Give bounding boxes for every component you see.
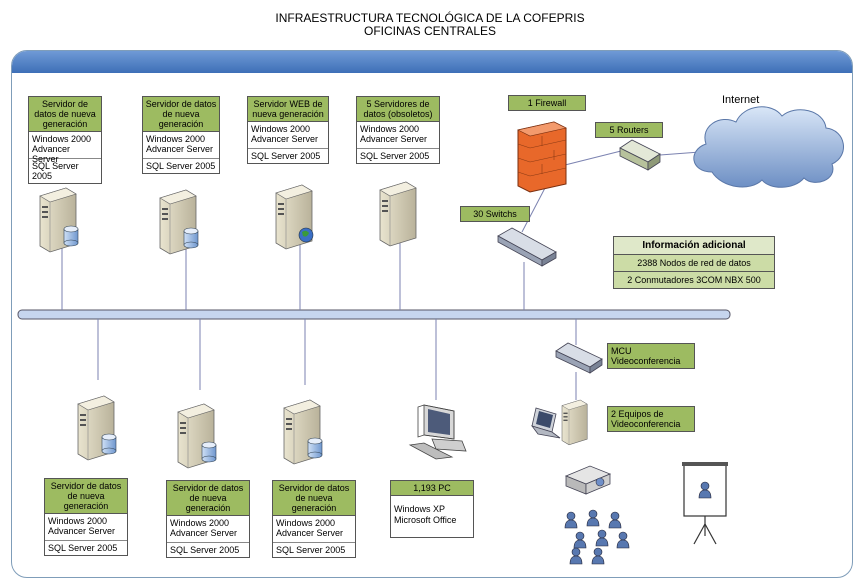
server-box-os: Windows 2000 Advancer Server xyxy=(357,122,439,149)
server-box-header: Servidor de datos de nueva generación xyxy=(167,481,249,516)
server-box-header: Servidor de datos de nueva generación xyxy=(273,481,355,516)
server-box-db: SQL Server 2005 xyxy=(48,543,118,553)
server-box-bottom-3: Servidor de datos de nueva generación Wi… xyxy=(272,480,356,558)
server-icon-2 xyxy=(159,189,199,255)
additional-info-title: Información adicional xyxy=(614,237,774,255)
server-box-db: SQL Server 2005 xyxy=(170,545,240,555)
server-box-top-3: Servidor WEB de nueva generación Windows… xyxy=(247,96,329,164)
server-box-header: Servidor de datos de nueva generación xyxy=(45,479,127,514)
server-box-header: 5 Servidores de datos (obsoletos) xyxy=(357,97,439,122)
pc-box-os: Windows XP xyxy=(394,504,446,514)
network-backbone xyxy=(17,309,731,320)
mcu-label-line1: MCU xyxy=(611,346,632,356)
server-box-top-1: Servidor de datos de nueva generación Wi… xyxy=(28,96,102,184)
server-box-db: SQL Server 2005 xyxy=(251,151,321,161)
server-icon-5 xyxy=(77,395,117,461)
pc-icon xyxy=(408,404,467,460)
server-box-os: Windows 2000 Advancer Server xyxy=(248,122,328,149)
internet-cloud-icon xyxy=(693,106,844,188)
switch-icon xyxy=(497,227,557,267)
router-icon xyxy=(619,139,661,171)
pc-box-office: Microsoft Office xyxy=(394,515,457,525)
server-box-os: Windows 2000 Advancer Server xyxy=(273,516,355,543)
server-box-db: SQL Server 2005 xyxy=(32,161,79,181)
laptop-icon xyxy=(530,407,561,439)
server-icon-7 xyxy=(283,399,323,465)
server-box-bottom-2: Servidor de datos de nueva generación Wi… xyxy=(166,480,250,558)
server-box-header: Servidor de datos de nueva generación xyxy=(29,97,101,132)
additional-info-switches: 2 Conmutadores 3COM NBX 500 xyxy=(627,275,761,285)
web-server-icon xyxy=(275,184,314,250)
firewall-label: 1 Firewall xyxy=(508,95,586,111)
server-box-top-4: 5 Servidores de datos (obsoletos) Window… xyxy=(356,96,440,164)
video-equipment-line2: Videoconferencia xyxy=(611,419,681,429)
server-box-db: SQL Server 2005 xyxy=(146,161,216,171)
diagram-title-line2: OFICINAS CENTRALES xyxy=(363,24,497,38)
mcu-label-line2: Videoconferencia xyxy=(611,356,681,366)
projector-icon xyxy=(564,465,612,495)
diagram-title-line1: INFRAESTRUCTURA TECNOLÓGICA DE LA COFEPR… xyxy=(275,11,585,25)
switches-label: 30 Switchs xyxy=(460,206,530,222)
routers-label: 5 Routers xyxy=(595,122,663,138)
server-box-db: SQL Server 2005 xyxy=(360,151,430,161)
server-box-os: Windows 2000 Advancer Server xyxy=(143,132,219,159)
server-box-os: Windows 2000 Advancer Server xyxy=(45,514,127,541)
server-box-top-2: Servidor de datos de nueva generación Wi… xyxy=(142,96,220,174)
projection-screen-icon xyxy=(682,462,728,545)
server-icon-6 xyxy=(177,403,217,469)
internet-label: Internet xyxy=(722,94,760,106)
server-box-bottom-1: Servidor de datos de nueva generación Wi… xyxy=(44,478,128,556)
mcu-device-icon xyxy=(555,342,603,374)
audience-icon xyxy=(564,509,630,565)
server-box-header: Servidor de datos de nueva generación xyxy=(143,97,219,132)
server-box-os: Windows 2000 Advancer Server xyxy=(29,132,101,164)
server-box-db: SQL Server 2005 xyxy=(276,545,346,555)
server-icon-4 xyxy=(379,181,417,247)
video-equipment-line1: 2 Equipos de xyxy=(611,409,664,419)
server-icon-1 xyxy=(39,187,79,253)
mcu-label: MCU Videoconferencia xyxy=(607,343,695,369)
additional-info-box: Información adicional 2388 Nodos de red … xyxy=(613,236,775,289)
video-equipment-label: 2 Equipos de Videoconferencia xyxy=(607,406,695,432)
additional-info-nodes: 2388 Nodos de red de datos xyxy=(614,255,774,272)
firewall-icon xyxy=(517,121,567,193)
server-box-os: Windows 2000 Advancer Server xyxy=(167,516,249,543)
pc-box: 1,193 PC Windows XP Microsoft Office xyxy=(390,480,474,538)
pc-box-header: 1,193 PC xyxy=(391,481,473,496)
frame-header-bar xyxy=(12,51,852,73)
server-box-header: Servidor WEB de nueva generación xyxy=(248,97,328,122)
video-tower-icon xyxy=(561,399,588,446)
